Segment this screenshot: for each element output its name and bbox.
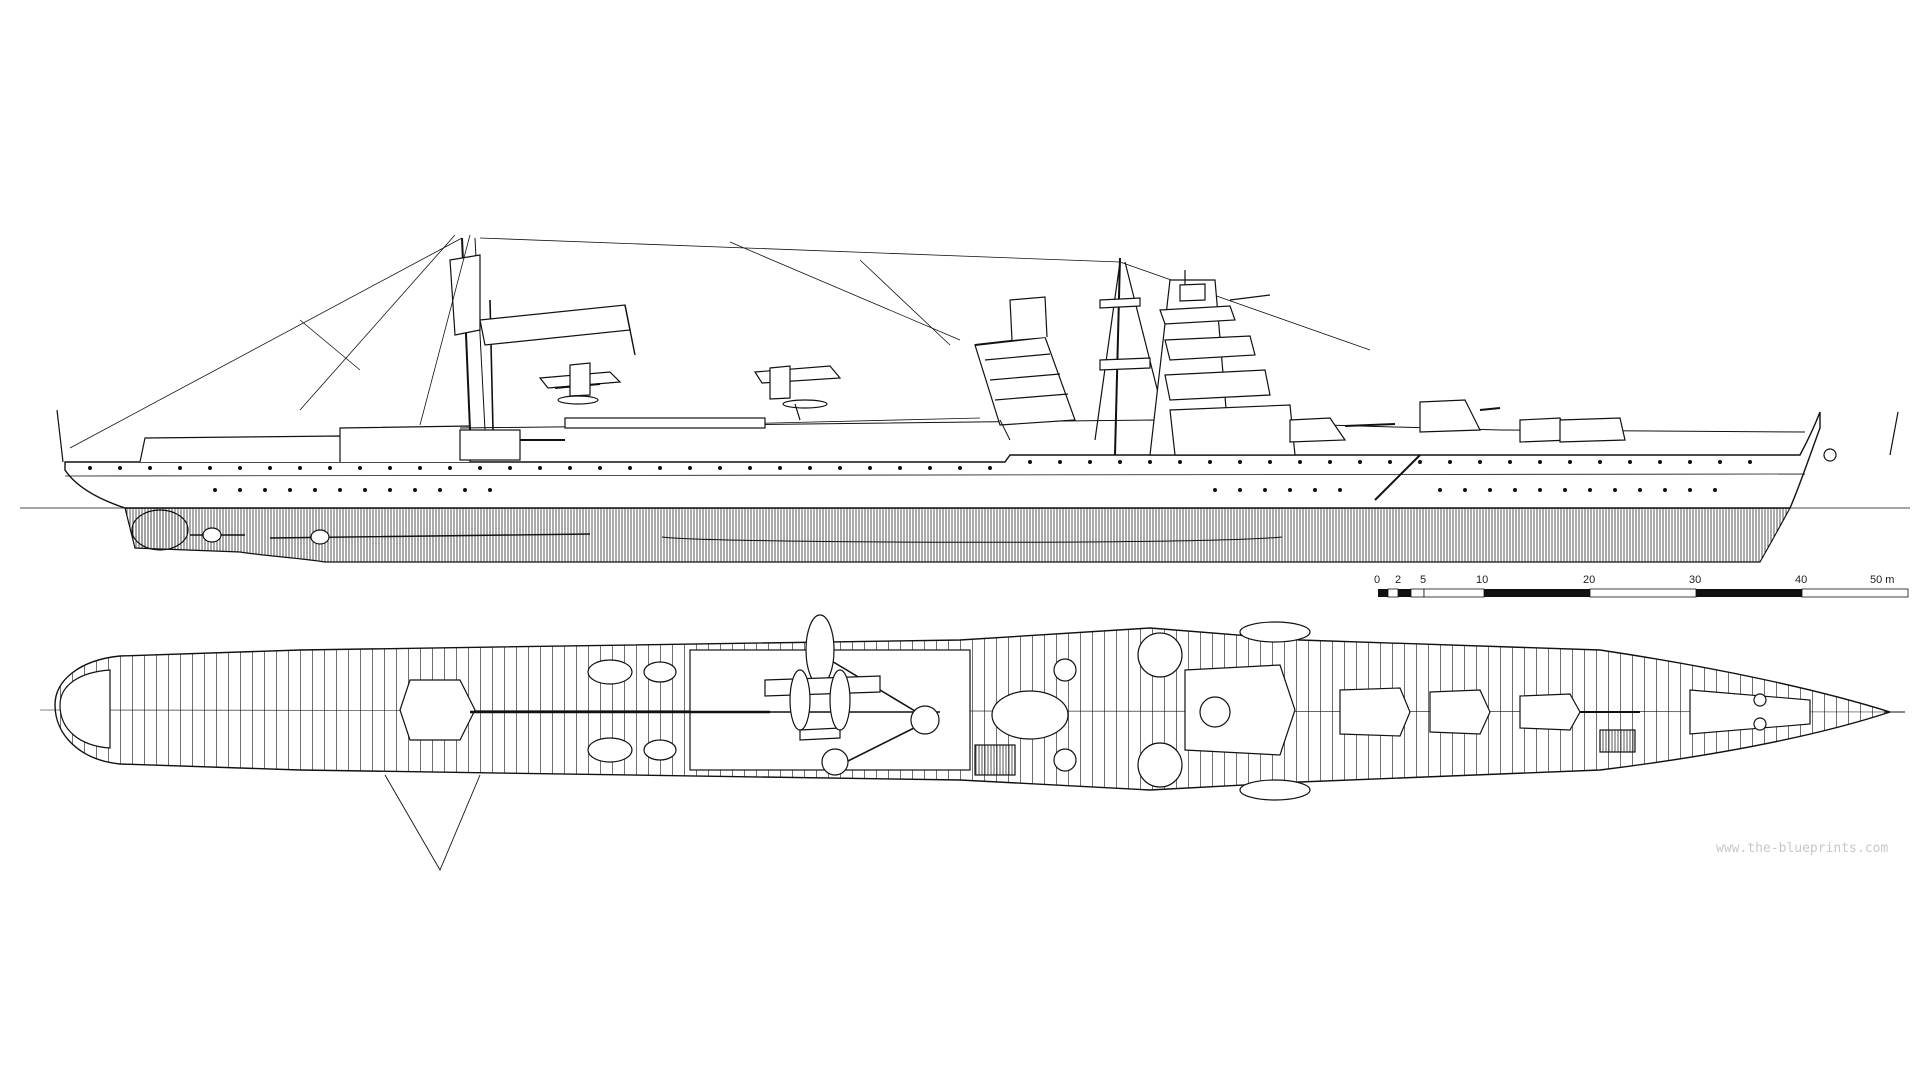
portholes (88, 460, 1752, 492)
aft-gun-turret (459, 429, 521, 461)
plan-view (39, 614, 1906, 872)
forward-turret-plan (1339, 687, 1411, 737)
anchor-windlass (1753, 693, 1767, 707)
boat-rack (974, 744, 1016, 776)
bridge-sponson (1137, 742, 1183, 788)
forward-turret-plan (1519, 693, 1581, 731)
aft-deckhouse (139, 435, 346, 463)
rudder (131, 509, 189, 551)
stern-deck (59, 669, 111, 749)
stern-flagstaff (56, 409, 64, 463)
boat (1239, 621, 1311, 643)
crane-boom-plan (384, 774, 481, 872)
bridge-plan (1184, 664, 1296, 756)
underwater-hull (124, 507, 1792, 563)
seaplane-plan (764, 614, 881, 741)
deck-outline (54, 627, 1893, 791)
aft-turret-plan (399, 679, 476, 741)
searchlight-plan (1053, 658, 1077, 682)
scale-tick-label: 30 (1689, 574, 1701, 586)
scale-bar: 0 2 5 10 20 30 40 50 m (1374, 574, 1909, 598)
boat (643, 739, 677, 761)
catapult (564, 417, 766, 429)
aft-mainmast (299, 234, 636, 431)
turntable (821, 748, 849, 776)
deck-edge (64, 473, 1806, 477)
scale-tick-label: 10 (1476, 574, 1488, 586)
seaplane-forward (753, 365, 842, 421)
boat (1239, 779, 1311, 801)
forecastle (1689, 689, 1811, 735)
side-elevation-view (20, 234, 1910, 563)
scale-tick-label: 40 (1795, 574, 1807, 586)
hatch-grating (1599, 729, 1636, 753)
main-hull (64, 411, 1821, 509)
accommodation-ladder (1374, 454, 1421, 501)
forward-turret-plan (1429, 689, 1491, 735)
scale-tick-label: 0 (1374, 574, 1380, 586)
anchor-windlass (1753, 717, 1767, 731)
funnel-plan (991, 690, 1069, 740)
scale-tick-label: 2 (1395, 574, 1401, 586)
turntable (910, 705, 940, 735)
propeller (202, 527, 222, 543)
seaplane-aft (538, 362, 622, 405)
antenna-rigging (69, 237, 1371, 449)
anchor (1823, 448, 1837, 462)
funnel (974, 296, 1076, 441)
scale-tick-label: 50 m (1870, 574, 1894, 586)
searchlight-plan (1053, 748, 1077, 772)
scale-tick-label: 5 (1420, 574, 1426, 586)
forward-turrets (1289, 399, 1626, 443)
boat (643, 661, 677, 683)
propeller (310, 529, 330, 545)
bilge-keel (661, 536, 1283, 543)
bow-jackstaff (1889, 411, 1899, 456)
bridge-tower (1149, 270, 1296, 456)
watermark-text: www.the-blueprints.com (1716, 841, 1888, 856)
aft-deckhouse-2 (339, 425, 471, 462)
bridge-sponson (1137, 632, 1183, 678)
boat (587, 737, 633, 763)
scale-tick-label: 20 (1583, 574, 1595, 586)
boat (587, 659, 633, 685)
